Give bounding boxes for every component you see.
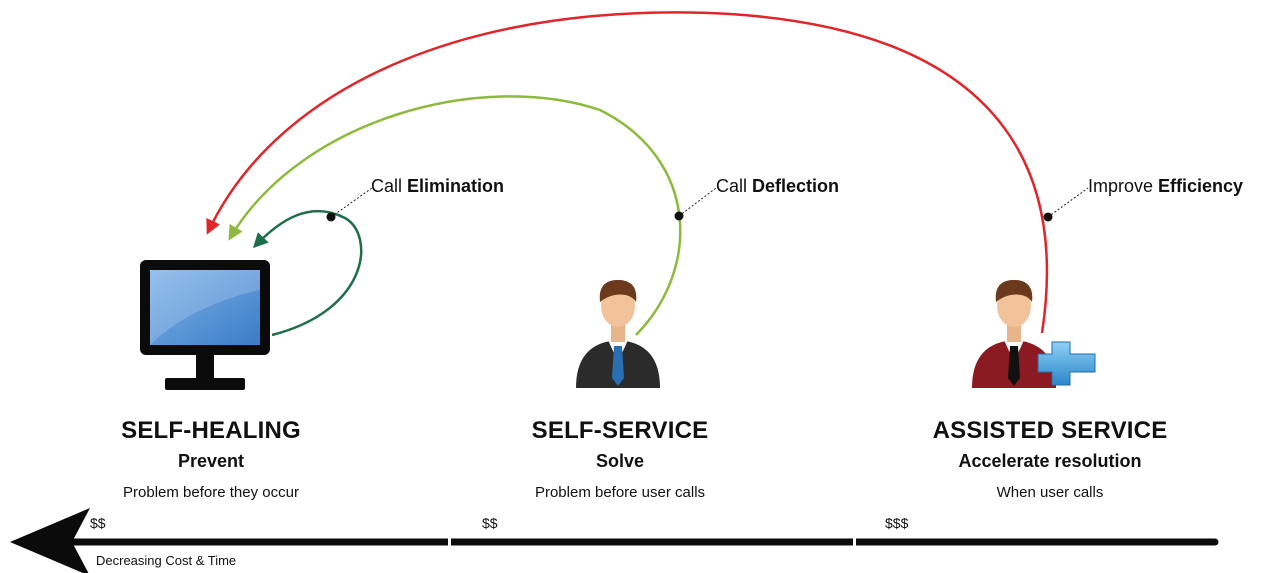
deflection-dot	[674, 211, 684, 221]
callout-elimination-prefix: Call	[371, 176, 408, 196]
efficiency-arc	[206, 11, 1049, 334]
cost-mark-assisted-service: $$$	[885, 515, 909, 531]
column-description: Problem before user calls	[534, 484, 706, 501]
column-assisted-service: ASSISTED SERVICE Accelerate resolution W…	[870, 417, 1230, 501]
column-subtitle: Prevent	[177, 451, 245, 471]
callout-deflection: Call Deflection	[716, 176, 839, 197]
callout-elimination: Call Elimination	[371, 176, 504, 197]
column-subtitle: Solve	[595, 451, 645, 471]
assisted-service-person-icon	[972, 280, 1056, 388]
column-title: SELF-HEALING	[121, 417, 301, 444]
efficiency-leader	[1047, 187, 1089, 218]
column-self-healing: SELF-HEALING Prevent Problem before they…	[31, 417, 391, 501]
callout-elimination-bold: Elimination	[407, 176, 505, 196]
efficiency-dot	[1043, 212, 1053, 222]
axis-tick-1	[448, 537, 451, 547]
axis-label: Decreasing Cost & Time	[96, 553, 237, 568]
column-description: Problem before they occur	[123, 484, 299, 501]
callout-efficiency: Improve Efficiency	[1088, 176, 1243, 197]
medical-plus-icon	[1037, 341, 1096, 386]
callout-deflection-prefix: Call	[716, 176, 753, 196]
cost-mark-self-healing: $$	[90, 515, 106, 531]
column-subtitle: Accelerate resolution	[958, 451, 1142, 471]
column-title: SELF-SERVICE	[531, 417, 709, 444]
elimination-arc	[252, 209, 363, 337]
monitor-icon	[140, 260, 270, 390]
self-service-person-icon	[576, 280, 660, 388]
elimination-leader	[330, 187, 373, 218]
arrow-left-icon	[10, 508, 90, 573]
elimination-dot	[326, 212, 336, 222]
column-description: When user calls	[996, 484, 1104, 501]
callout-efficiency-bold: Efficiency	[1158, 176, 1244, 196]
axis-tick-2	[853, 537, 856, 547]
column-title: ASSISTED SERVICE	[932, 417, 1168, 444]
deflection-arc	[228, 95, 682, 336]
column-self-service: SELF-SERVICE Solve Problem before user c…	[440, 417, 800, 501]
callout-deflection-bold: Deflection	[752, 176, 840, 196]
cost-mark-self-service: $$	[482, 515, 498, 531]
deflection-leader	[678, 187, 717, 217]
callout-efficiency-prefix: Improve	[1088, 176, 1159, 196]
